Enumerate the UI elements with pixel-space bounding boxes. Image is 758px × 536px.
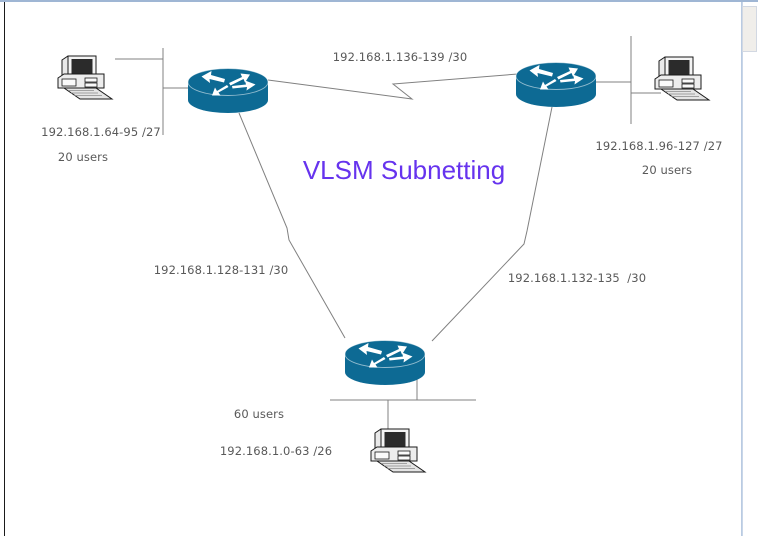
window-left-border xyxy=(4,2,5,536)
scrollbar-divider xyxy=(741,2,742,536)
label-lan-bottom-users: 60 users xyxy=(233,407,285,421)
window-top-border xyxy=(0,0,758,2)
label-wan-top: 192.168.1.136-139 /30 xyxy=(332,50,468,64)
pc-right xyxy=(654,56,710,101)
pc-left xyxy=(57,55,113,100)
router-left xyxy=(187,68,269,114)
vertical-scrollbar[interactable] xyxy=(742,2,758,536)
label-lan-right-users: 20 users xyxy=(641,163,693,177)
router-right xyxy=(515,62,597,108)
label-lan-left-net: 192.168.1.64-95 /27 xyxy=(41,125,161,139)
link-wan-top xyxy=(267,73,519,100)
label-wan-left: 192.168.1.128-131 /30 xyxy=(153,263,289,277)
pc-bottom xyxy=(370,428,426,473)
scrollbar-thumb[interactable] xyxy=(742,6,757,52)
label-lan-left-users: 20 users xyxy=(57,150,109,164)
page-title: VLSM Subnetting xyxy=(302,155,506,185)
label-wan-right: 192.168.1.132-135 /30 xyxy=(507,271,647,285)
link-wan-left xyxy=(238,112,346,339)
link-wan-right xyxy=(431,106,553,342)
label-lan-bottom-net: 192.168.1.0-63 /26 xyxy=(219,444,333,458)
label-lan-right-net: 192.168.1.96-127 /27 xyxy=(595,139,723,153)
router-bottom xyxy=(344,340,426,386)
